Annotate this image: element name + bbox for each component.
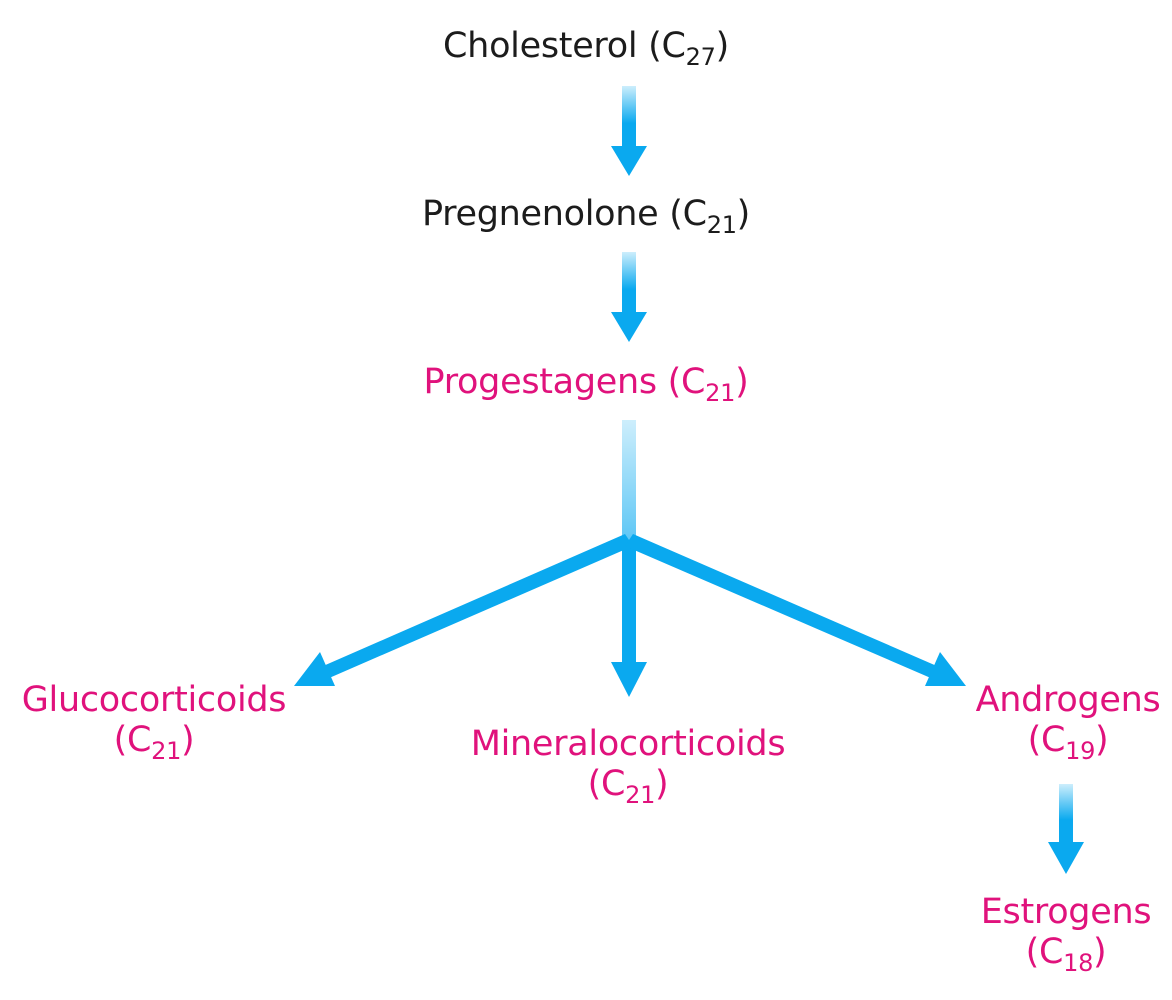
pregnenolone-formula-close: ): [736, 194, 751, 234]
glucocorticoids-formula-close: ): [181, 720, 195, 760]
estrogens-carbon-count: 18: [1063, 949, 1094, 977]
androgens-formula-open: (C: [1027, 720, 1066, 760]
androgens-formula-close: ): [1095, 720, 1109, 760]
cholesterol-name: Cholesterol: [443, 26, 638, 66]
pregnenolone-label: Pregnenolone (C21): [386, 194, 786, 237]
cholesterol-carbon-count: 27: [685, 43, 716, 71]
glucocorticoids-carbon-count: 21: [151, 737, 182, 765]
node-progestagens: Progestagens (C21): [386, 362, 786, 405]
node-estrogens: Estrogens (C18): [946, 892, 1172, 975]
androgens-name: Androgens: [975, 680, 1161, 720]
mineralocorticoids-formula-open: (C: [587, 764, 626, 804]
arrow-pregnenolone-to-progestagens: [611, 252, 647, 342]
estrogens-name: Estrogens: [980, 892, 1152, 932]
arrow-to-glucocorticoids: [294, 534, 633, 686]
pregnenolone-carbon-count: 21: [706, 211, 737, 239]
cholesterol-formula-open: (C: [648, 26, 686, 66]
progestagens-carbon-count: 21: [705, 379, 736, 407]
glucocorticoids-formula-open: (C: [113, 720, 152, 760]
estrogens-formula: (C18): [946, 932, 1172, 975]
mineralocorticoids-name: Mineralocorticoids: [470, 724, 786, 764]
arrow-progestagens-stem: [622, 420, 636, 542]
node-mineralocorticoids: Mineralocorticoids (C21): [430, 724, 826, 807]
glucocorticoids-formula: (C21): [4, 720, 304, 763]
arrow-to-androgens: [625, 534, 966, 686]
pregnenolone-name: Pregnenolone: [421, 194, 659, 234]
estrogens-formula-close: ): [1093, 932, 1107, 972]
androgens-formula: (C19): [938, 720, 1172, 763]
estrogens-formula-open: (C: [1025, 932, 1064, 972]
glucocorticoids-name: Glucocorticoids: [21, 680, 287, 720]
progestagens-label: Progestagens (C21): [386, 362, 786, 405]
mineralocorticoids-carbon-count: 21: [625, 781, 656, 809]
progestagens-formula-close: ): [735, 362, 749, 402]
mineralocorticoids-formula: (C21): [430, 764, 826, 807]
androgens-carbon-count: 19: [1065, 737, 1096, 765]
mineralocorticoids-formula-close: ): [655, 764, 669, 804]
node-cholesterol: Cholesterol (C27): [386, 26, 786, 69]
node-pregnenolone: Pregnenolone (C21): [386, 194, 786, 237]
arrow-androgens-to-estrogens: [1048, 784, 1084, 874]
progestagens-name: Progestagens: [423, 362, 658, 402]
arrow-to-mineralocorticoids: [611, 540, 647, 697]
cholesterol-formula-close: ): [715, 26, 730, 66]
pregnenolone-formula-open: (C: [669, 194, 707, 234]
node-androgens: Androgens (C19): [938, 680, 1172, 763]
progestagens-formula-open: (C: [667, 362, 706, 402]
cholesterol-label: Cholesterol (C27): [386, 26, 786, 69]
arrow-cholesterol-to-pregnenolone: [611, 86, 647, 176]
node-glucocorticoids: Glucocorticoids (C21): [4, 680, 304, 763]
